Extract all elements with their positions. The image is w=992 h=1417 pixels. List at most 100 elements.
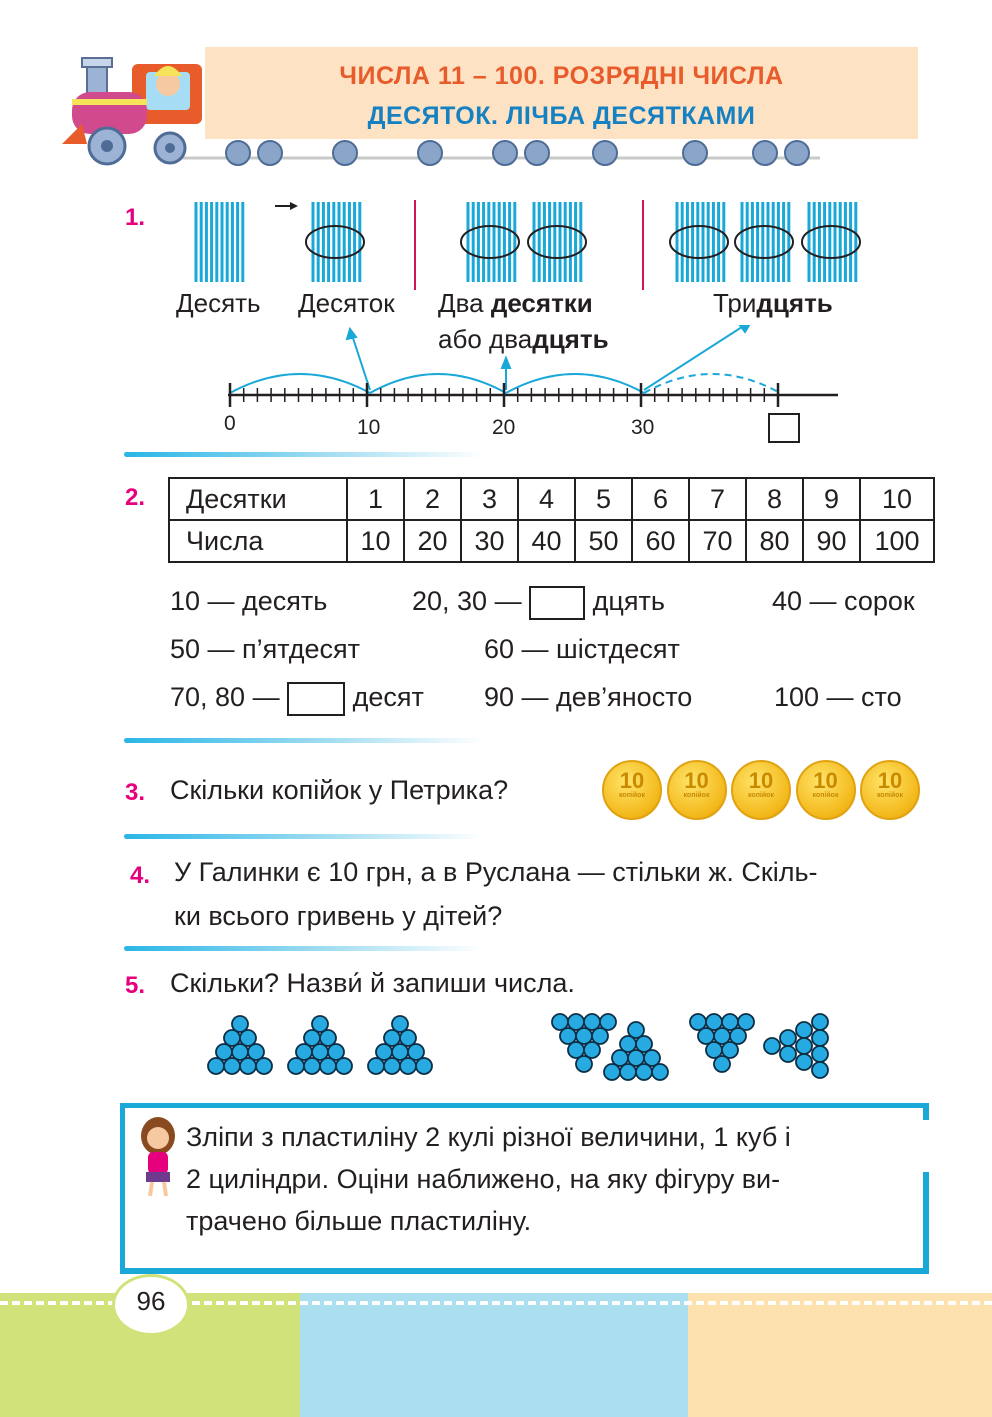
word-100: 100 — сто	[774, 682, 902, 712]
word-60: 60 — шістдесят	[484, 634, 680, 664]
counting-dot	[239, 1029, 257, 1047]
coin-unit: копійок	[683, 792, 710, 799]
train-rail	[180, 140, 820, 166]
tick-30: 30	[631, 416, 655, 439]
footer-band-peach	[688, 1293, 992, 1417]
exercise-2-number: 2.	[125, 484, 146, 511]
word-40: 40 — сорок	[772, 586, 915, 616]
label-two-tens: Два десятки	[438, 288, 593, 318]
footer-dashed-line	[0, 1301, 992, 1305]
exercise-3-number: 3.	[125, 779, 146, 806]
counting-dot	[311, 1015, 329, 1033]
counting-dot	[255, 1057, 273, 1075]
header-banner	[205, 47, 918, 139]
counting-dot	[319, 1057, 337, 1075]
counting-dot	[619, 1063, 637, 1081]
girl-illustration	[141, 1117, 175, 1197]
task-line2: 2 циліндри. Оціни наближено, на яку фігу…	[186, 1164, 781, 1194]
exercise-3-text: Скільки копійок у Петрика?	[170, 775, 509, 805]
counting-dot	[231, 1015, 249, 1033]
counting-dot	[737, 1013, 755, 1031]
counting-dot	[591, 1027, 609, 1045]
answer-box-20-30[interactable]	[529, 586, 586, 620]
table-row: Числа 10 20 30 40 50 60 70 80 90 100	[168, 519, 935, 563]
counting-dot	[713, 1055, 731, 1073]
coin-unit: копійок	[877, 792, 903, 799]
counting-dot	[367, 1057, 385, 1075]
counting-dot	[651, 1063, 669, 1081]
counting-dot	[811, 1013, 829, 1031]
counting-dot	[319, 1029, 337, 1047]
word-20-30: 20, 30 — дцять	[412, 586, 665, 620]
tens-table: Десятки 1 2 3 4 5 6 7 8 9 10 Числа 10 20…	[168, 477, 935, 563]
table-row-header: Числа	[168, 519, 348, 563]
page-number: 96	[136, 1286, 166, 1316]
separator-3	[124, 834, 484, 839]
tick-0: 0	[224, 412, 236, 435]
counting-dot	[721, 1041, 739, 1059]
dot-figures	[207, 1013, 829, 1081]
coin-value: 10	[877, 768, 903, 793]
coin-unit: копійок	[812, 792, 839, 799]
label-twenty: або двадцять	[438, 324, 609, 354]
counting-dot	[795, 1021, 813, 1039]
coin-value: 10	[748, 768, 774, 793]
task-box	[120, 1103, 929, 1274]
answer-box-numberline[interactable]	[768, 413, 800, 443]
word-50: 50 — п’ятдесят	[170, 634, 361, 664]
counting-dot	[239, 1057, 257, 1075]
exercise-1-sticks	[194, 200, 861, 290]
separator-4	[124, 946, 484, 951]
task-line1: Зліпи з пластиліну 2 кулі різної величин…	[186, 1122, 791, 1152]
label-ten: Десять	[176, 288, 261, 318]
counting-dot	[729, 1027, 747, 1045]
counting-dot	[611, 1049, 629, 1067]
exercise-5-text: Скільки? Назви́ й запиши числа.	[170, 968, 575, 998]
counting-dot	[779, 1029, 797, 1047]
counting-dot	[779, 1045, 797, 1063]
word-90: 90 — дев’яносто	[484, 682, 693, 712]
separator-2	[124, 738, 484, 743]
exercise-4-line1: У Галинки є 10 грн, а в Руслана — стільк…	[174, 857, 818, 887]
coin-unit: копійок	[748, 792, 774, 799]
table-row-header: Десятки	[168, 477, 348, 521]
coin-unit: копійок	[619, 792, 645, 799]
counting-dot	[811, 1029, 829, 1047]
counting-dot	[627, 1021, 645, 1039]
counting-dot	[399, 1057, 417, 1075]
counting-dot	[207, 1057, 225, 1075]
counting-dot	[763, 1037, 781, 1055]
separator-1	[124, 452, 484, 457]
coin-value: 10	[684, 768, 709, 793]
counting-dot	[391, 1015, 409, 1033]
header-title-line1: ЧИСЛА 11 – 100. РОЗРЯДНІ ЧИСЛА	[339, 62, 784, 90]
footer-band-blue	[300, 1293, 688, 1417]
task-box-gap	[900, 1120, 930, 1172]
exercise-5-number: 5.	[125, 972, 146, 999]
counting-dot	[327, 1043, 345, 1061]
counting-dot	[223, 1057, 241, 1075]
coin-value: 10	[619, 768, 645, 793]
counting-dot	[415, 1057, 433, 1075]
answer-box-70-80[interactable]	[287, 682, 346, 716]
exercise-1-number: 1.	[125, 204, 146, 231]
word-70-80: 70, 80 — десят	[170, 682, 424, 716]
counting-dot	[383, 1057, 401, 1075]
counting-dot	[247, 1043, 265, 1061]
counting-dot	[303, 1057, 321, 1075]
page-number-badge	[112, 1274, 190, 1336]
counting-dot	[583, 1041, 601, 1059]
coin-value: 10	[813, 768, 838, 793]
counting-dot	[619, 1035, 637, 1053]
tick-10: 10	[357, 416, 381, 439]
counting-dot	[795, 1037, 813, 1055]
table-row: Десятки 1 2 3 4 5 6 7 8 9 10	[168, 477, 935, 521]
counting-dot	[599, 1013, 617, 1031]
counting-dot	[575, 1055, 593, 1073]
